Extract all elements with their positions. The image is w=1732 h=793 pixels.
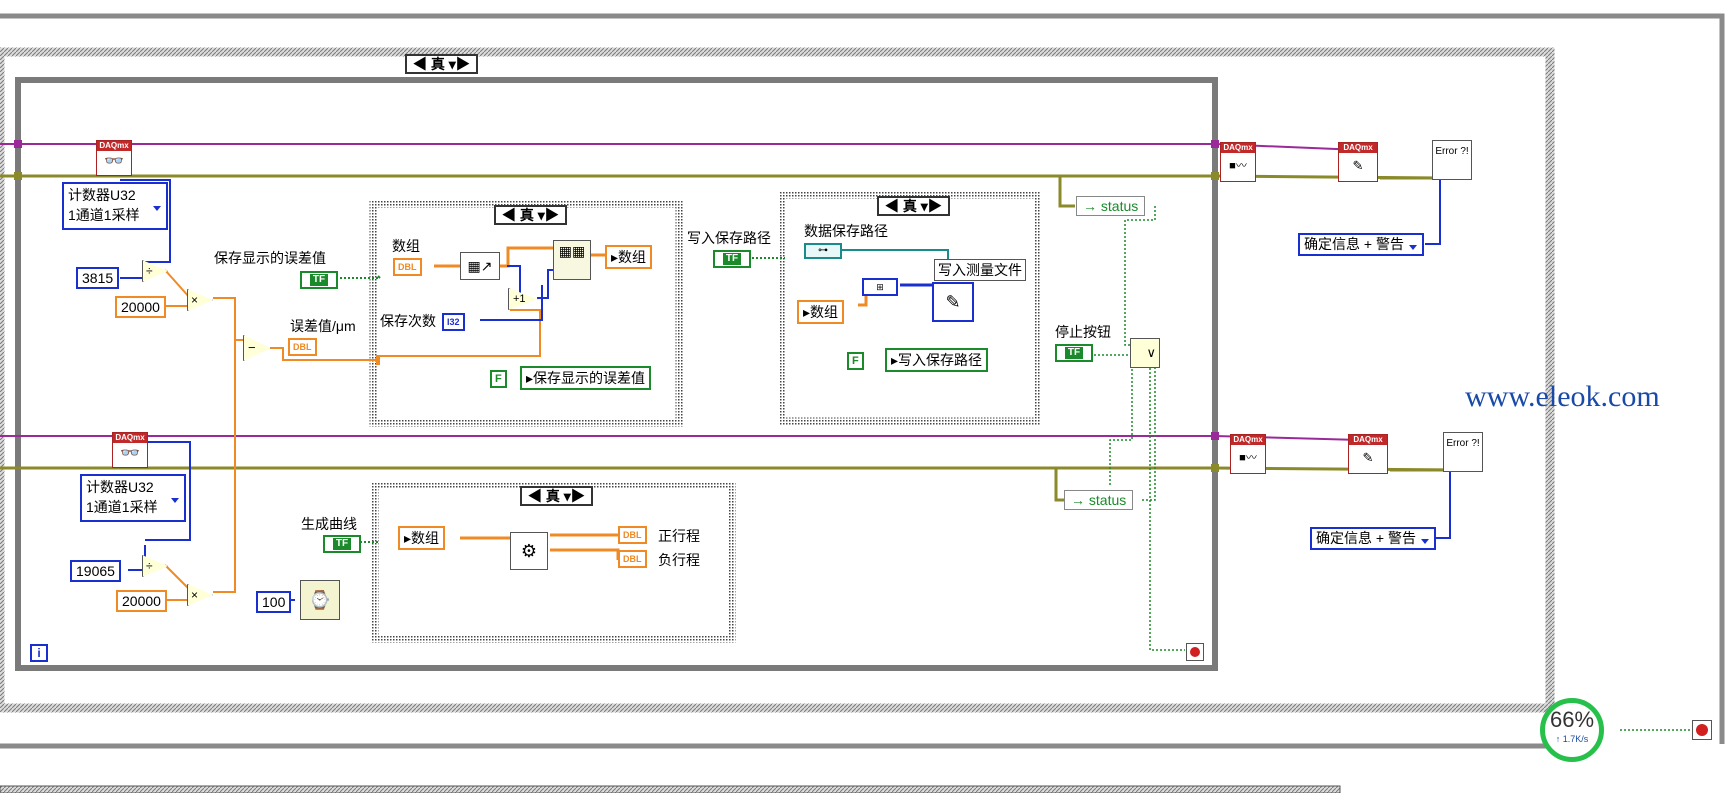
- inner-while-loop[interactable]: [15, 77, 1218, 671]
- curve-case-structure[interactable]: [371, 481, 736, 643]
- network-percent: 66%: [1549, 707, 1595, 732]
- array-dbl-terminal[interactable]: DBL: [393, 258, 422, 276]
- network-speed-widget[interactable]: 66% ↑ 1.7K/s: [1540, 698, 1604, 762]
- write-save-path-local-variable[interactable]: ▸写入保存路径: [885, 348, 989, 372]
- counter-mode-top-selector[interactable]: 计数器U32 1通道1采样: [62, 182, 168, 230]
- site-watermark: www.eleok.com: [1465, 380, 1660, 413]
- save-display-error-local-variable[interactable]: ▸保存显示的误差值: [520, 366, 652, 390]
- outer-case-structure[interactable]: [0, 47, 1555, 713]
- data-save-path-terminal[interactable]: ⊶: [804, 243, 842, 259]
- build-array-icon[interactable]: ▦↗: [460, 252, 500, 280]
- false-constant-write[interactable]: F: [847, 352, 864, 370]
- multiplier-constant-bottom[interactable]: 20000: [116, 590, 167, 612]
- status-unbundle-bottom[interactable]: → status: [1064, 490, 1134, 510]
- loop-stop-terminal-icon[interactable]: [1186, 643, 1204, 661]
- network-speed: ↑ 1.7K/s: [1555, 734, 1589, 744]
- reverse-stroke-terminal[interactable]: DBL: [618, 550, 647, 568]
- stop-button-label: 停止按钮: [1055, 324, 1111, 340]
- dialog-option-top-selector[interactable]: 确定信息 + 警告: [1298, 233, 1424, 256]
- array-to-dynamic-icon[interactable]: ⊞: [862, 278, 898, 296]
- daqmx-read-bottom-icon[interactable]: DAQmx 👓: [112, 432, 148, 468]
- generate-curve-label: 生成曲线: [301, 516, 357, 532]
- array-local-variable-2[interactable]: ▸数组: [797, 300, 845, 324]
- curve-case-selector[interactable]: ◀ 真 ▾▶: [520, 486, 593, 506]
- daqmx-clear-top-icon[interactable]: DAQmx ✎: [1338, 142, 1378, 182]
- curve-split-subvi-icon[interactable]: ⚙: [510, 532, 548, 570]
- dialog-option-bottom-selector[interactable]: 确定信息 + 警告: [1310, 527, 1436, 550]
- error-handler-bottom-icon[interactable]: Error ?!: [1443, 432, 1483, 472]
- write-measure-file-label: 写入测量文件: [934, 259, 1026, 281]
- divisor-constant-top[interactable]: 3815: [76, 267, 120, 289]
- write-save-path-label: 写入保存路径: [687, 230, 771, 246]
- daqmx-stop-bottom-icon[interactable]: DAQmx ■〰: [1230, 434, 1266, 474]
- counter-mode-bottom-selector[interactable]: 计数器U32 1通道1采样: [80, 474, 186, 522]
- reverse-stroke-label: 负行程: [658, 552, 700, 568]
- multiplier-constant-top[interactable]: 20000: [115, 296, 166, 318]
- error-handler-top-icon[interactable]: Error ?!: [1432, 140, 1472, 180]
- data-save-path-label: 数据保存路径: [804, 223, 888, 239]
- wait-ms-icon[interactable]: ⌚: [300, 580, 340, 620]
- write-case-structure[interactable]: [778, 191, 1041, 425]
- generate-curve-terminal[interactable]: TF: [323, 535, 361, 553]
- error-um-terminal[interactable]: DBL: [288, 338, 317, 356]
- save-case-structure[interactable]: [369, 200, 683, 427]
- daqmx-read-top-icon[interactable]: DAQmx 👓: [96, 140, 132, 176]
- status-unbundle-top[interactable]: → status: [1076, 196, 1146, 216]
- stop-button-terminal[interactable]: TF: [1055, 344, 1093, 362]
- task-wire-bottom[interactable]: [0, 435, 1361, 441]
- daqmx-clear-bottom-icon[interactable]: DAQmx ✎: [1348, 434, 1388, 474]
- bottom-hatched-bar: [0, 785, 1341, 793]
- false-constant-save[interactable]: F: [490, 370, 507, 388]
- daqmx-stop-top-icon[interactable]: DAQmx ■〰: [1220, 142, 1256, 182]
- array-label: 数组: [392, 238, 420, 254]
- outer-case-selector[interactable]: ◀ 真 ▾▶: [405, 54, 478, 74]
- array-local-variable-3[interactable]: ▸数组: [398, 526, 446, 550]
- save-display-error-label: 保存显示的误差值: [214, 250, 326, 266]
- forward-stroke-label: 正行程: [658, 528, 700, 544]
- outer-loop-stop-terminal-icon[interactable]: [1692, 720, 1712, 740]
- forward-stroke-terminal[interactable]: DBL: [618, 526, 647, 544]
- write-save-path-terminal[interactable]: TF: [713, 250, 751, 268]
- task-wire-top[interactable]: [0, 143, 1361, 151]
- save-count-label: 保存次数: [380, 313, 436, 329]
- array-local-variable[interactable]: ▸数组: [605, 245, 653, 269]
- save-display-error-terminal[interactable]: TF: [300, 271, 338, 289]
- or-compound-node-icon[interactable]: ∨: [1130, 338, 1160, 368]
- write-case-selector[interactable]: ◀ 真 ▾▶: [877, 196, 950, 216]
- save-count-terminal[interactable]: I32: [442, 313, 465, 331]
- divisor-constant-bottom[interactable]: 19065: [70, 560, 121, 582]
- error-um-label: 误差值/μm: [290, 318, 356, 334]
- iteration-terminal: i: [30, 644, 48, 662]
- save-case-selector[interactable]: ◀ 真 ▾▶: [494, 205, 567, 225]
- outer-while-loop[interactable]: [0, 13, 1725, 749]
- wait-ms-constant[interactable]: 100: [256, 591, 292, 613]
- write-measure-file-icon[interactable]: ✎: [932, 282, 974, 322]
- insert-array-icon[interactable]: ▦▦: [553, 240, 591, 280]
